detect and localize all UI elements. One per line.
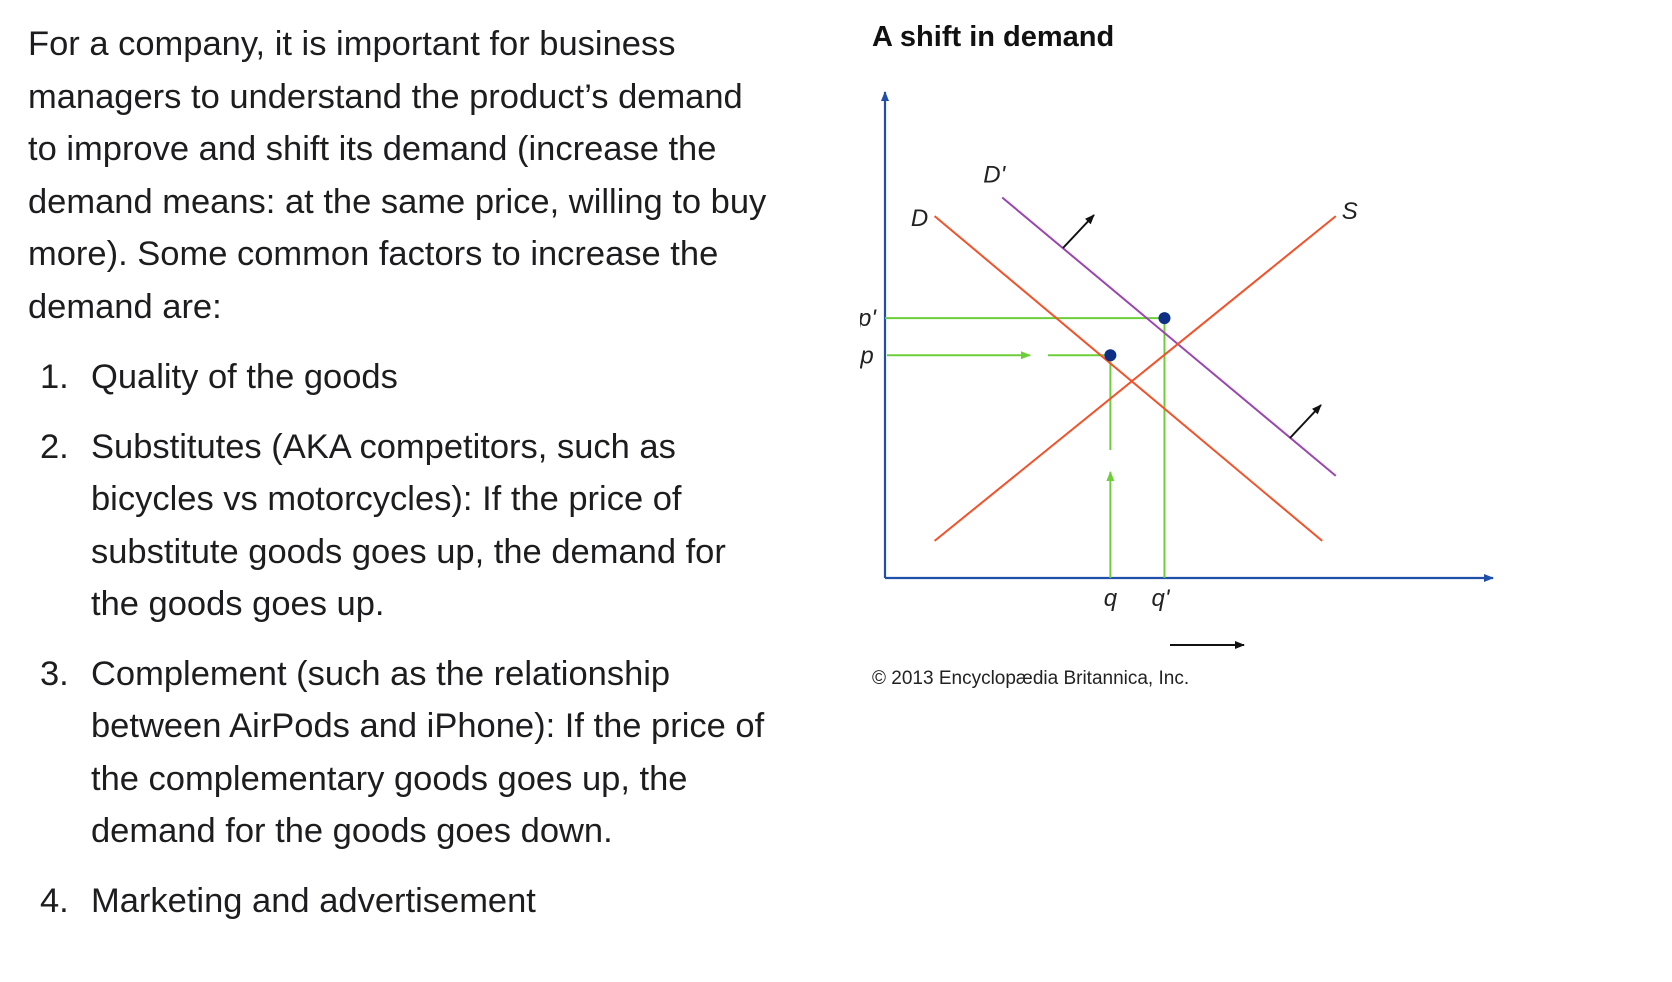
equilibrium-point-original xyxy=(1104,349,1117,362)
list-item-text: Complement (such as the relationship bet… xyxy=(91,654,765,851)
equilibrium-point-shifted xyxy=(1158,312,1171,325)
demand-shift-arrow-lower xyxy=(1289,404,1322,439)
article-text: For a company, it is important for busin… xyxy=(28,18,768,944)
demand-shift-arrow-upper xyxy=(1062,214,1095,249)
list-item-number: 4. xyxy=(40,881,69,920)
x-tick-label-q: q xyxy=(1104,585,1118,612)
list-item-text: Quality of the goods xyxy=(91,358,398,396)
list-item-number: 2. xyxy=(40,427,69,466)
list-item-number: 1. xyxy=(40,358,69,396)
list-item-text: Marketing and advertisement xyxy=(91,881,536,920)
curve-label-d: D xyxy=(911,205,928,232)
y-tick-label-p: p xyxy=(860,342,874,369)
demand-factor-list: 1. Quality of the goods 2. Substitutes (… xyxy=(28,351,768,927)
curve-label-d-prime: D' xyxy=(983,162,1006,189)
list-item: 3. Complement (such as the relationship … xyxy=(28,648,768,858)
demand-shift-chart: D D' Sp' p q q' xyxy=(860,91,1494,649)
list-item: 1. Quality of the goods xyxy=(28,351,768,404)
curve-d xyxy=(933,215,1323,542)
list-item-number: 3. xyxy=(40,654,69,693)
intro-paragraph: For a company, it is important for busin… xyxy=(28,25,767,326)
curve-s xyxy=(933,215,1337,542)
y-tick-label-p-prime: p' xyxy=(860,305,877,332)
figure-credit: © 2013 Encyclopædia Britannica, Inc. xyxy=(872,668,1190,689)
list-item-text: Substitutes (AKA competitors, such as bi… xyxy=(91,427,726,624)
x-tick-label-q-prime: q' xyxy=(1152,585,1171,612)
list-item: 2. Substitutes (AKA competitors, such as… xyxy=(28,421,768,631)
curve-label-s: S xyxy=(1342,198,1358,225)
demand-shift-figure: A shift in demand D D' Sp' p q q' © 2013 Ency… xyxy=(860,0,1672,720)
list-item: 4. Marketing and advertisement xyxy=(28,875,768,928)
figure-title: A shift in demand xyxy=(872,21,1115,53)
curve-d-prime xyxy=(1001,196,1337,477)
